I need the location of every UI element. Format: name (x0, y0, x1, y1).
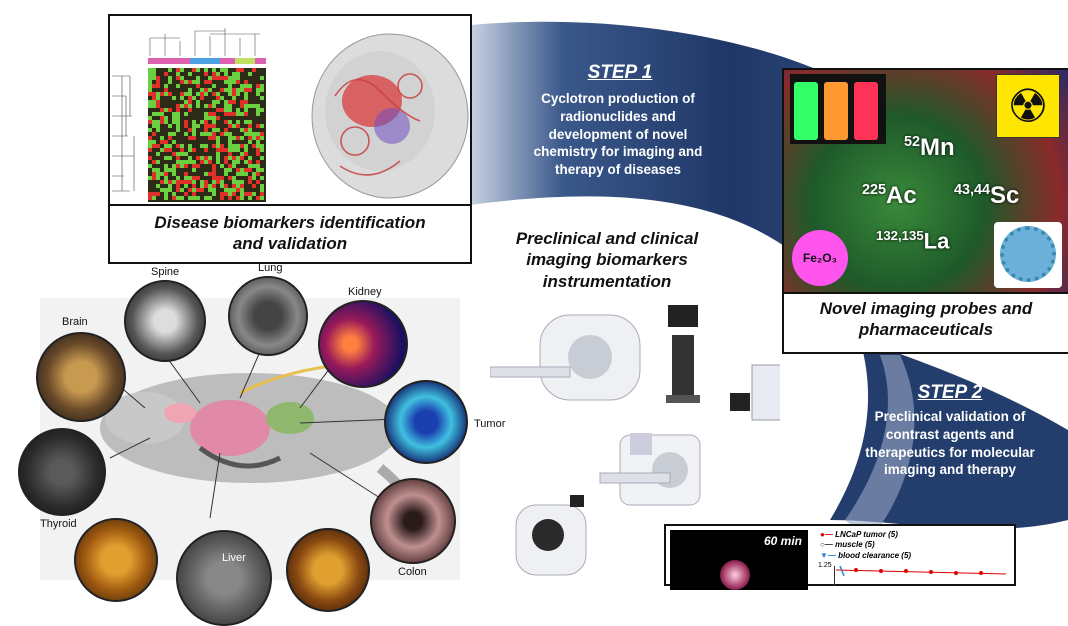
small-animal-scanner (515, 495, 587, 576)
mri-scanner (490, 314, 641, 401)
biomarkers-caption: Disease biomarkers identification and va… (154, 213, 426, 254)
pet-time-label: 60 min (763, 534, 802, 548)
step2-text: Preclinical validation of contrast agent… (865, 409, 1035, 478)
ac-label: 225Ac (862, 182, 917, 209)
step1-title: STEP 1 (587, 62, 653, 83)
spine-scan-image (124, 280, 206, 362)
pet-results-panel: 60 min ●— LNCaP tumor (5) ○— muscle (5) … (664, 524, 1016, 590)
step2-title: STEP 2 (917, 382, 983, 403)
liposome-image (994, 222, 1062, 288)
workflow-arc-band (470, 21, 1068, 540)
heart-scan-image (74, 518, 158, 602)
liver-scan-image (176, 530, 272, 626)
biodistribution-curve (836, 565, 1007, 577)
pet-image: 60 min (670, 530, 808, 590)
biomarkers-panel: Disease biomarkers identification and va… (108, 14, 472, 264)
bone-scan-image (286, 528, 370, 612)
kidney-scan-image (318, 300, 408, 388)
brain-label: Brain (62, 316, 88, 328)
probes-caption: Novel imaging probes and pharmaceuticals (819, 299, 1033, 340)
brain-scan-image (36, 332, 126, 422)
tumor-scan-image (384, 380, 468, 464)
imaging-caption: Preclinical and clinical imaging biomark… (515, 229, 699, 291)
preclinical-scanner (730, 364, 780, 421)
thyroid-label: Thyroid (40, 518, 77, 530)
probes-panel: ☢ 52Mn 225Ac 43,44Sc 132,135La Fe₂O₃ Nov… (782, 68, 1068, 354)
sc-label: 43,44Sc (954, 182, 1020, 209)
fe2o3-nanoparticle: Fe₂O₃ (792, 230, 848, 286)
radioactive-icon: ☢ (996, 74, 1060, 138)
mn-label: 52Mn (904, 134, 955, 161)
tumor-label: Tumor (474, 418, 506, 430)
lung-label: Lung (258, 262, 283, 274)
imaging-instruments (490, 305, 780, 576)
thyroid-scan-image (18, 428, 106, 516)
heatmap-and-protein-image (112, 28, 469, 202)
la-label: 132,135La (876, 228, 950, 254)
vials-image (790, 74, 886, 144)
spect-ct-scanner (599, 433, 701, 506)
colon-label: Colon (398, 566, 427, 578)
lung-scan-image (228, 276, 308, 356)
ultrasound-machine (666, 305, 700, 403)
step1-text: Cyclotron production of radionuclides an… (533, 91, 703, 178)
chart-ytick: 1.25 (818, 562, 832, 569)
kidney-label: Kidney (348, 286, 382, 298)
biodistribution-legend: ●— LNCaP tumor (5) ○— muscle (5) ▼— bloo… (820, 530, 912, 560)
colon-scan-image (370, 478, 456, 564)
liver-label: Liver (222, 552, 246, 564)
spine-label: Spine (151, 266, 180, 278)
